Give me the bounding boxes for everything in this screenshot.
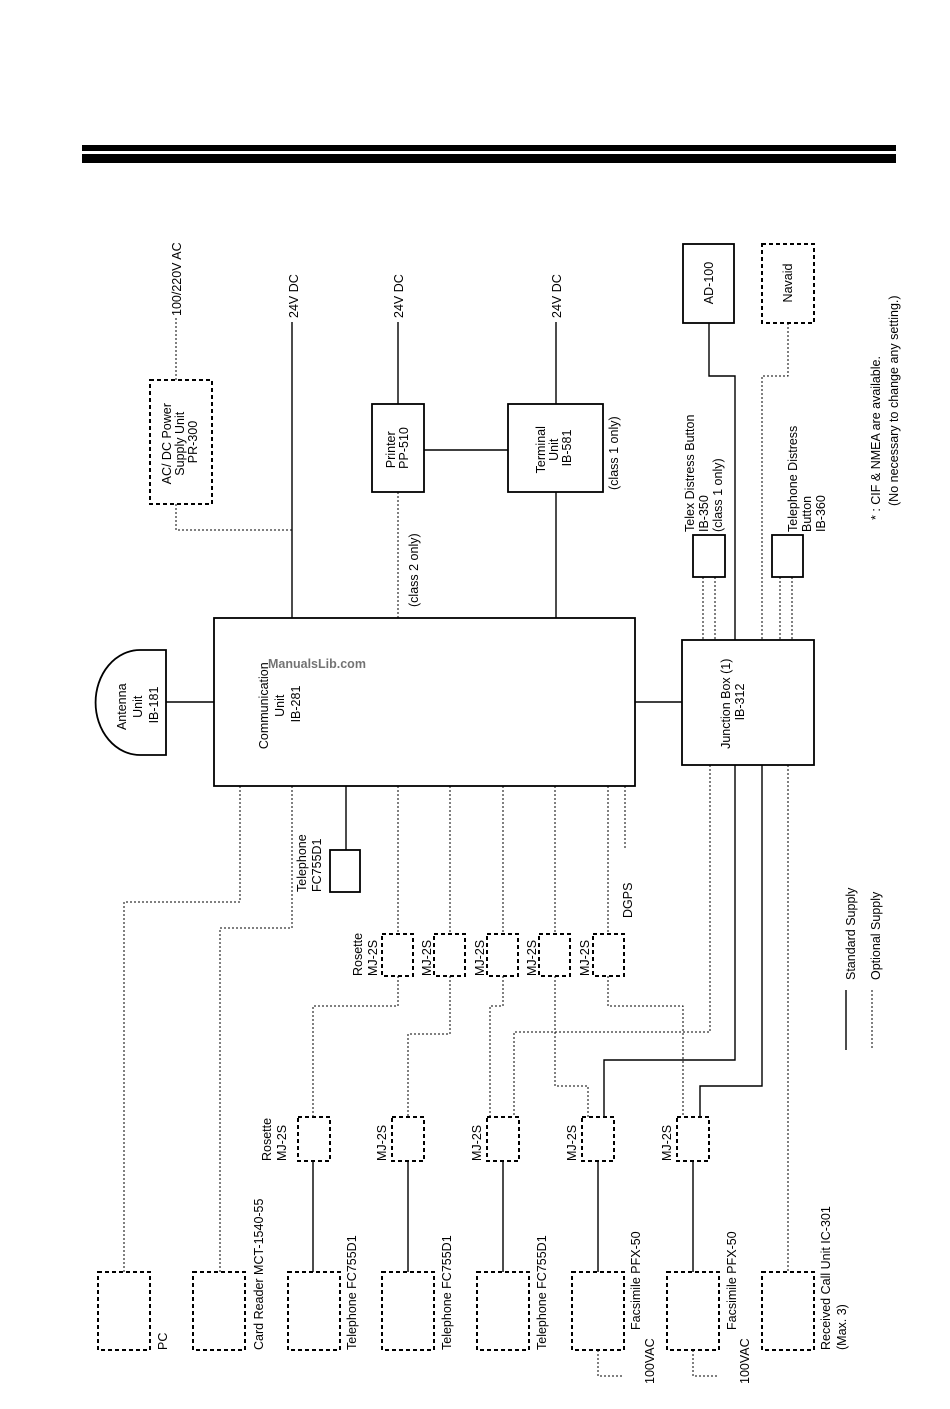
telephone-2-box [381, 1271, 435, 1351]
rosette-upper-5 [592, 933, 625, 977]
telephone-3-box [476, 1271, 530, 1351]
junction-link-3 [699, 765, 763, 1117]
facsimile-2-vac-label: 100VAC [738, 1338, 752, 1384]
rosette-upper-2-label: MJ-2S [420, 940, 434, 976]
rosette-lower-5 [676, 1116, 710, 1162]
facsimile-1-label: Facsimile PFX-50 [629, 1231, 643, 1330]
card-reader-line [219, 786, 293, 1272]
printer-note: (class 2 only) [407, 533, 421, 607]
header-bar-top [82, 145, 896, 151]
tel-distress-button-label: Telephone Distress Button IB-360 [786, 422, 828, 532]
junction-link-2 [603, 765, 736, 1117]
received-call-unit-label: Received Call Unit IC-301 (Max. 3) [819, 1203, 849, 1350]
rosette-upper-1-label: Rosette MJ-2S [351, 929, 380, 976]
rosette-link-5 [607, 976, 684, 1117]
dgps-label: DGPS [621, 883, 635, 918]
rosette-lower-3 [486, 1116, 520, 1162]
rosette-lower-3-label: MJ-2S [470, 1125, 484, 1161]
rosette-upper-3-label: MJ-2S [473, 940, 487, 976]
ad100-label: AD-100 [702, 262, 716, 304]
facsimile-2-label: Facsimile PFX-50 [725, 1231, 739, 1330]
rosette-upper-2 [433, 933, 466, 977]
rosette-lower-5-label: MJ-2S [660, 1125, 674, 1161]
direct-telephone-box [329, 849, 361, 893]
junction-box [681, 639, 815, 766]
rosette-lower-2-label: MJ-2S [375, 1125, 389, 1161]
rosette-lower-2 [391, 1116, 425, 1162]
comm-24v-label: 24V DC [287, 274, 301, 318]
communication-unit-label: Communication Unit IB-281 [257, 659, 303, 749]
rosette-link-2 [407, 976, 451, 1117]
pc-line [123, 786, 241, 1272]
fax2-vac-line [692, 1350, 718, 1377]
terminal-label: Terminal Unit IB-581 [534, 423, 574, 474]
telephone-1-label: Telephone FC755D1 [345, 1235, 359, 1350]
rosette-lower-1-label: Rosette MJ-2S [260, 1114, 289, 1161]
rosette-upper-5-label: MJ-2S [578, 940, 592, 976]
direct-telephone-label: Telephone FC755D1 [295, 831, 324, 892]
legend-optional-label: Optional Supply [869, 891, 883, 980]
card-reader-box [192, 1271, 246, 1351]
rosette-lower-4 [581, 1116, 615, 1162]
printer-24v-label: 24V DC [392, 274, 406, 318]
notes: * : CIF & NMEA are available. (No necess… [869, 295, 901, 520]
rosette-upper-3 [486, 933, 519, 977]
watermark: ManualsLib.com [268, 657, 366, 671]
communication-unit-box [213, 617, 636, 787]
printer-label: Printer PP-510 [384, 427, 411, 469]
telephone-2-label: Telephone FC755D1 [440, 1235, 454, 1350]
telephone-3-label: Telephone FC755D1 [535, 1235, 549, 1350]
junction-link-1 [513, 765, 711, 1117]
rosette-upper-4-label: MJ-2S [525, 940, 539, 976]
ac-input-label: 100/220V AC [170, 242, 184, 316]
telephone-1-box [287, 1271, 341, 1351]
rosette-lower-4-label: MJ-2S [565, 1125, 579, 1161]
rosette-link-3 [489, 976, 504, 1117]
telex-distress-button-box [692, 534, 726, 578]
navaid-line [761, 323, 789, 640]
acdc-output-line [175, 504, 292, 531]
card-reader-label: Card Reader MCT-1540-55 [252, 1198, 266, 1350]
junction-box-label: Junction Box (1) IB-312 [719, 655, 747, 749]
rosette-upper-4 [538, 933, 571, 977]
ad100-line [708, 323, 736, 640]
antenna-unit-label: Antenna Unit IB-181 [115, 680, 161, 730]
terminal-24v-label: 24V DC [550, 274, 564, 318]
acdc-power-supply-box [149, 379, 213, 505]
acdc-power-supply-label: AC/ DC Power Supply Unit PR-300 [160, 400, 200, 485]
pc-box [97, 1271, 151, 1351]
facsimile-1-vac-label: 100VAC [643, 1338, 657, 1384]
tel-distress-button-box [771, 534, 804, 578]
ad100-box [682, 243, 735, 324]
rosette-link-1 [312, 976, 399, 1117]
received-call-unit-box [761, 1271, 815, 1351]
header-bar-bottom [82, 154, 896, 163]
telex-distress-button-label: Telex Distress Button IB-350 (class 1 on… [683, 411, 725, 532]
antenna-unit-shape [94, 649, 167, 756]
facsimile-1-box [571, 1271, 625, 1351]
fax1-vac-line [597, 1350, 622, 1377]
legend-standard-label: Standard Supply [844, 887, 858, 980]
facsimile-2-box [666, 1271, 720, 1351]
printer-box [371, 403, 425, 493]
terminal-note: (class 1 only) [607, 416, 621, 490]
navaid-label: Navaid [781, 264, 795, 303]
rosette-upper-1 [381, 933, 414, 977]
rosette-lower-1 [297, 1116, 331, 1162]
pc-label: PC [156, 1333, 170, 1350]
rosette-link-4 [554, 976, 589, 1117]
